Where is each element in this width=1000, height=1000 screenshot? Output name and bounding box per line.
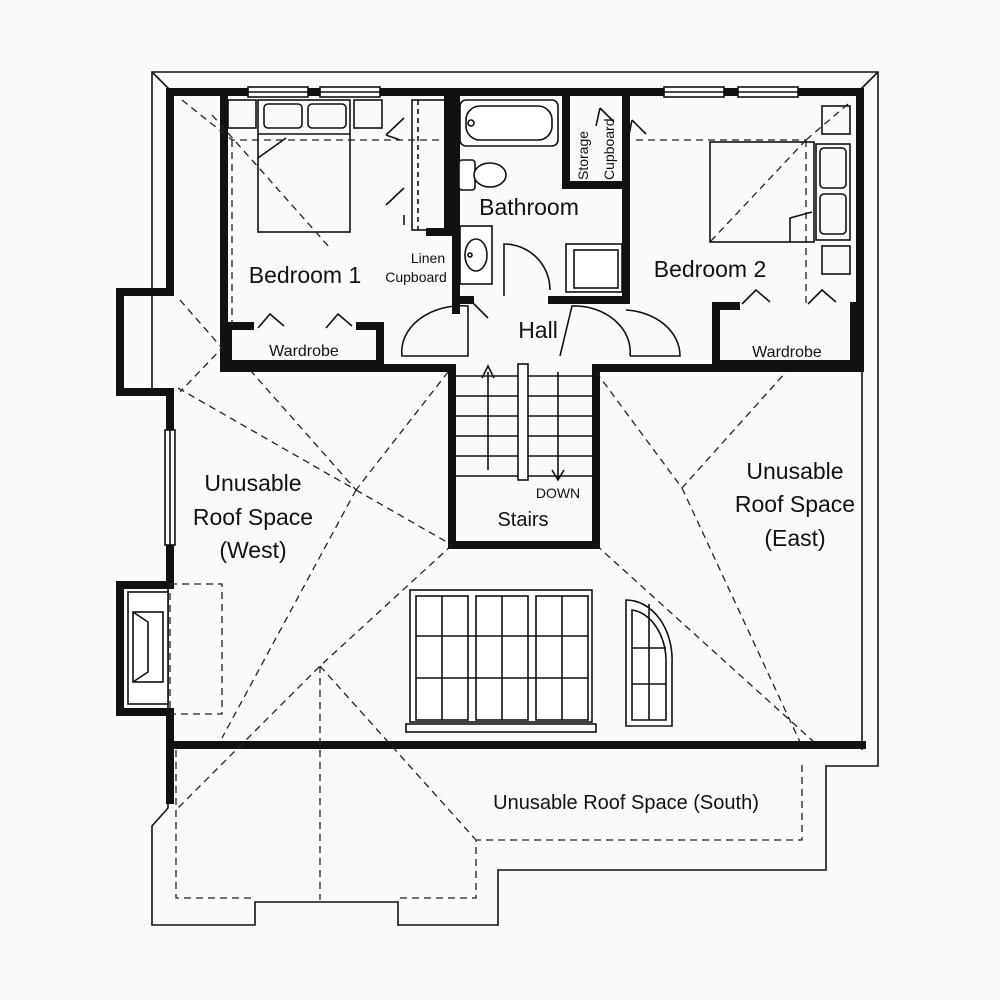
roof-lines <box>175 99 849 900</box>
label-hall: Hall <box>518 317 558 343</box>
label-storage-2: Cupboard <box>601 119 617 181</box>
storage-doors <box>595 107 647 141</box>
label-roof-west-1: Unusable <box>204 470 301 496</box>
room-labels: Bedroom 1 Bedroom 2 Bathroom Hall Stairs… <box>249 119 822 532</box>
windows-north <box>164 86 799 546</box>
roof-space-labels: Unusable Roof Space (West) Unusable Roof… <box>193 458 855 814</box>
label-roof-south: Unusable Roof Space (South) <box>493 792 759 814</box>
south-windows <box>405 589 673 733</box>
label-linen-1: Linen <box>411 250 445 266</box>
chimney <box>127 583 223 715</box>
label-roof-west-3: (West) <box>219 537 286 563</box>
label-roof-east-3: (East) <box>764 525 825 551</box>
label-bedroom-2: Bedroom 2 <box>654 256 767 282</box>
label-bedroom-1: Bedroom 1 <box>249 262 362 288</box>
label-wardrobe-east: Wardrobe <box>752 344 822 361</box>
hall-doors <box>400 299 681 357</box>
label-stairs-down: DOWN <box>536 485 580 501</box>
stairs-flight <box>456 363 596 482</box>
label-roof-east-1: Unusable <box>746 458 843 484</box>
label-stairs: Stairs <box>497 509 548 531</box>
bedroom-2-furniture <box>709 105 851 305</box>
label-linen-2: Cupboard <box>385 269 447 285</box>
label-roof-east-2: Roof Space <box>735 491 855 517</box>
bathroom-fixtures <box>458 99 623 296</box>
label-bathroom: Bathroom <box>479 194 579 220</box>
label-roof-west-2: Roof Space <box>193 504 313 530</box>
bedroom-1-furniture <box>227 99 447 329</box>
label-storage-1: Storage <box>575 131 591 180</box>
label-wardrobe-west: Wardrobe <box>269 343 339 360</box>
